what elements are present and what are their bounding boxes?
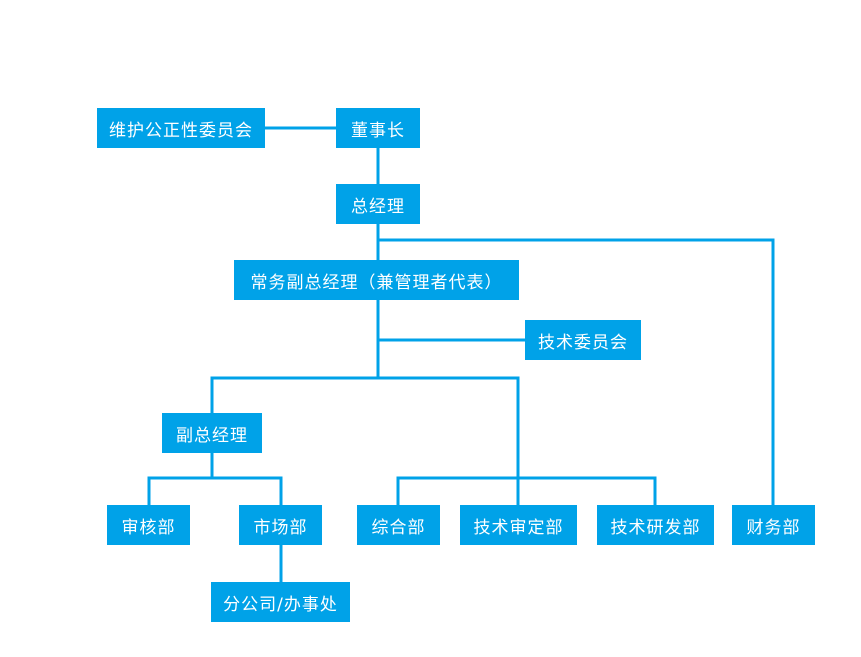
node-general-dept: 综合部 — [357, 505, 440, 545]
node-marketing-dept: 市场部 — [239, 505, 322, 545]
node-technical-committee: 技术委员会 — [525, 320, 641, 360]
line-depts — [396, 476, 657, 505]
node-rnd-dept: 技术研发部 — [597, 505, 714, 545]
node-chairman: 董事长 — [336, 108, 420, 148]
line-finance — [378, 238, 775, 505]
node-integrity-committee: 维护公正性委员会 — [97, 108, 265, 148]
node-audit-dept: 审核部 — [107, 505, 190, 545]
node-deputy-gm: 副总经理 — [162, 413, 262, 453]
node-finance-dept: 财务部 — [732, 505, 815, 545]
line-level3 — [210, 376, 520, 505]
node-tech-review-dept: 技术审定部 — [460, 505, 577, 545]
node-branch-office: 分公司/办事处 — [211, 582, 350, 622]
node-general-manager: 总经理 — [336, 184, 420, 224]
line-deputy-children — [147, 476, 283, 505]
node-executive-vp: 常务副总经理（兼管理者代表） — [234, 260, 519, 300]
